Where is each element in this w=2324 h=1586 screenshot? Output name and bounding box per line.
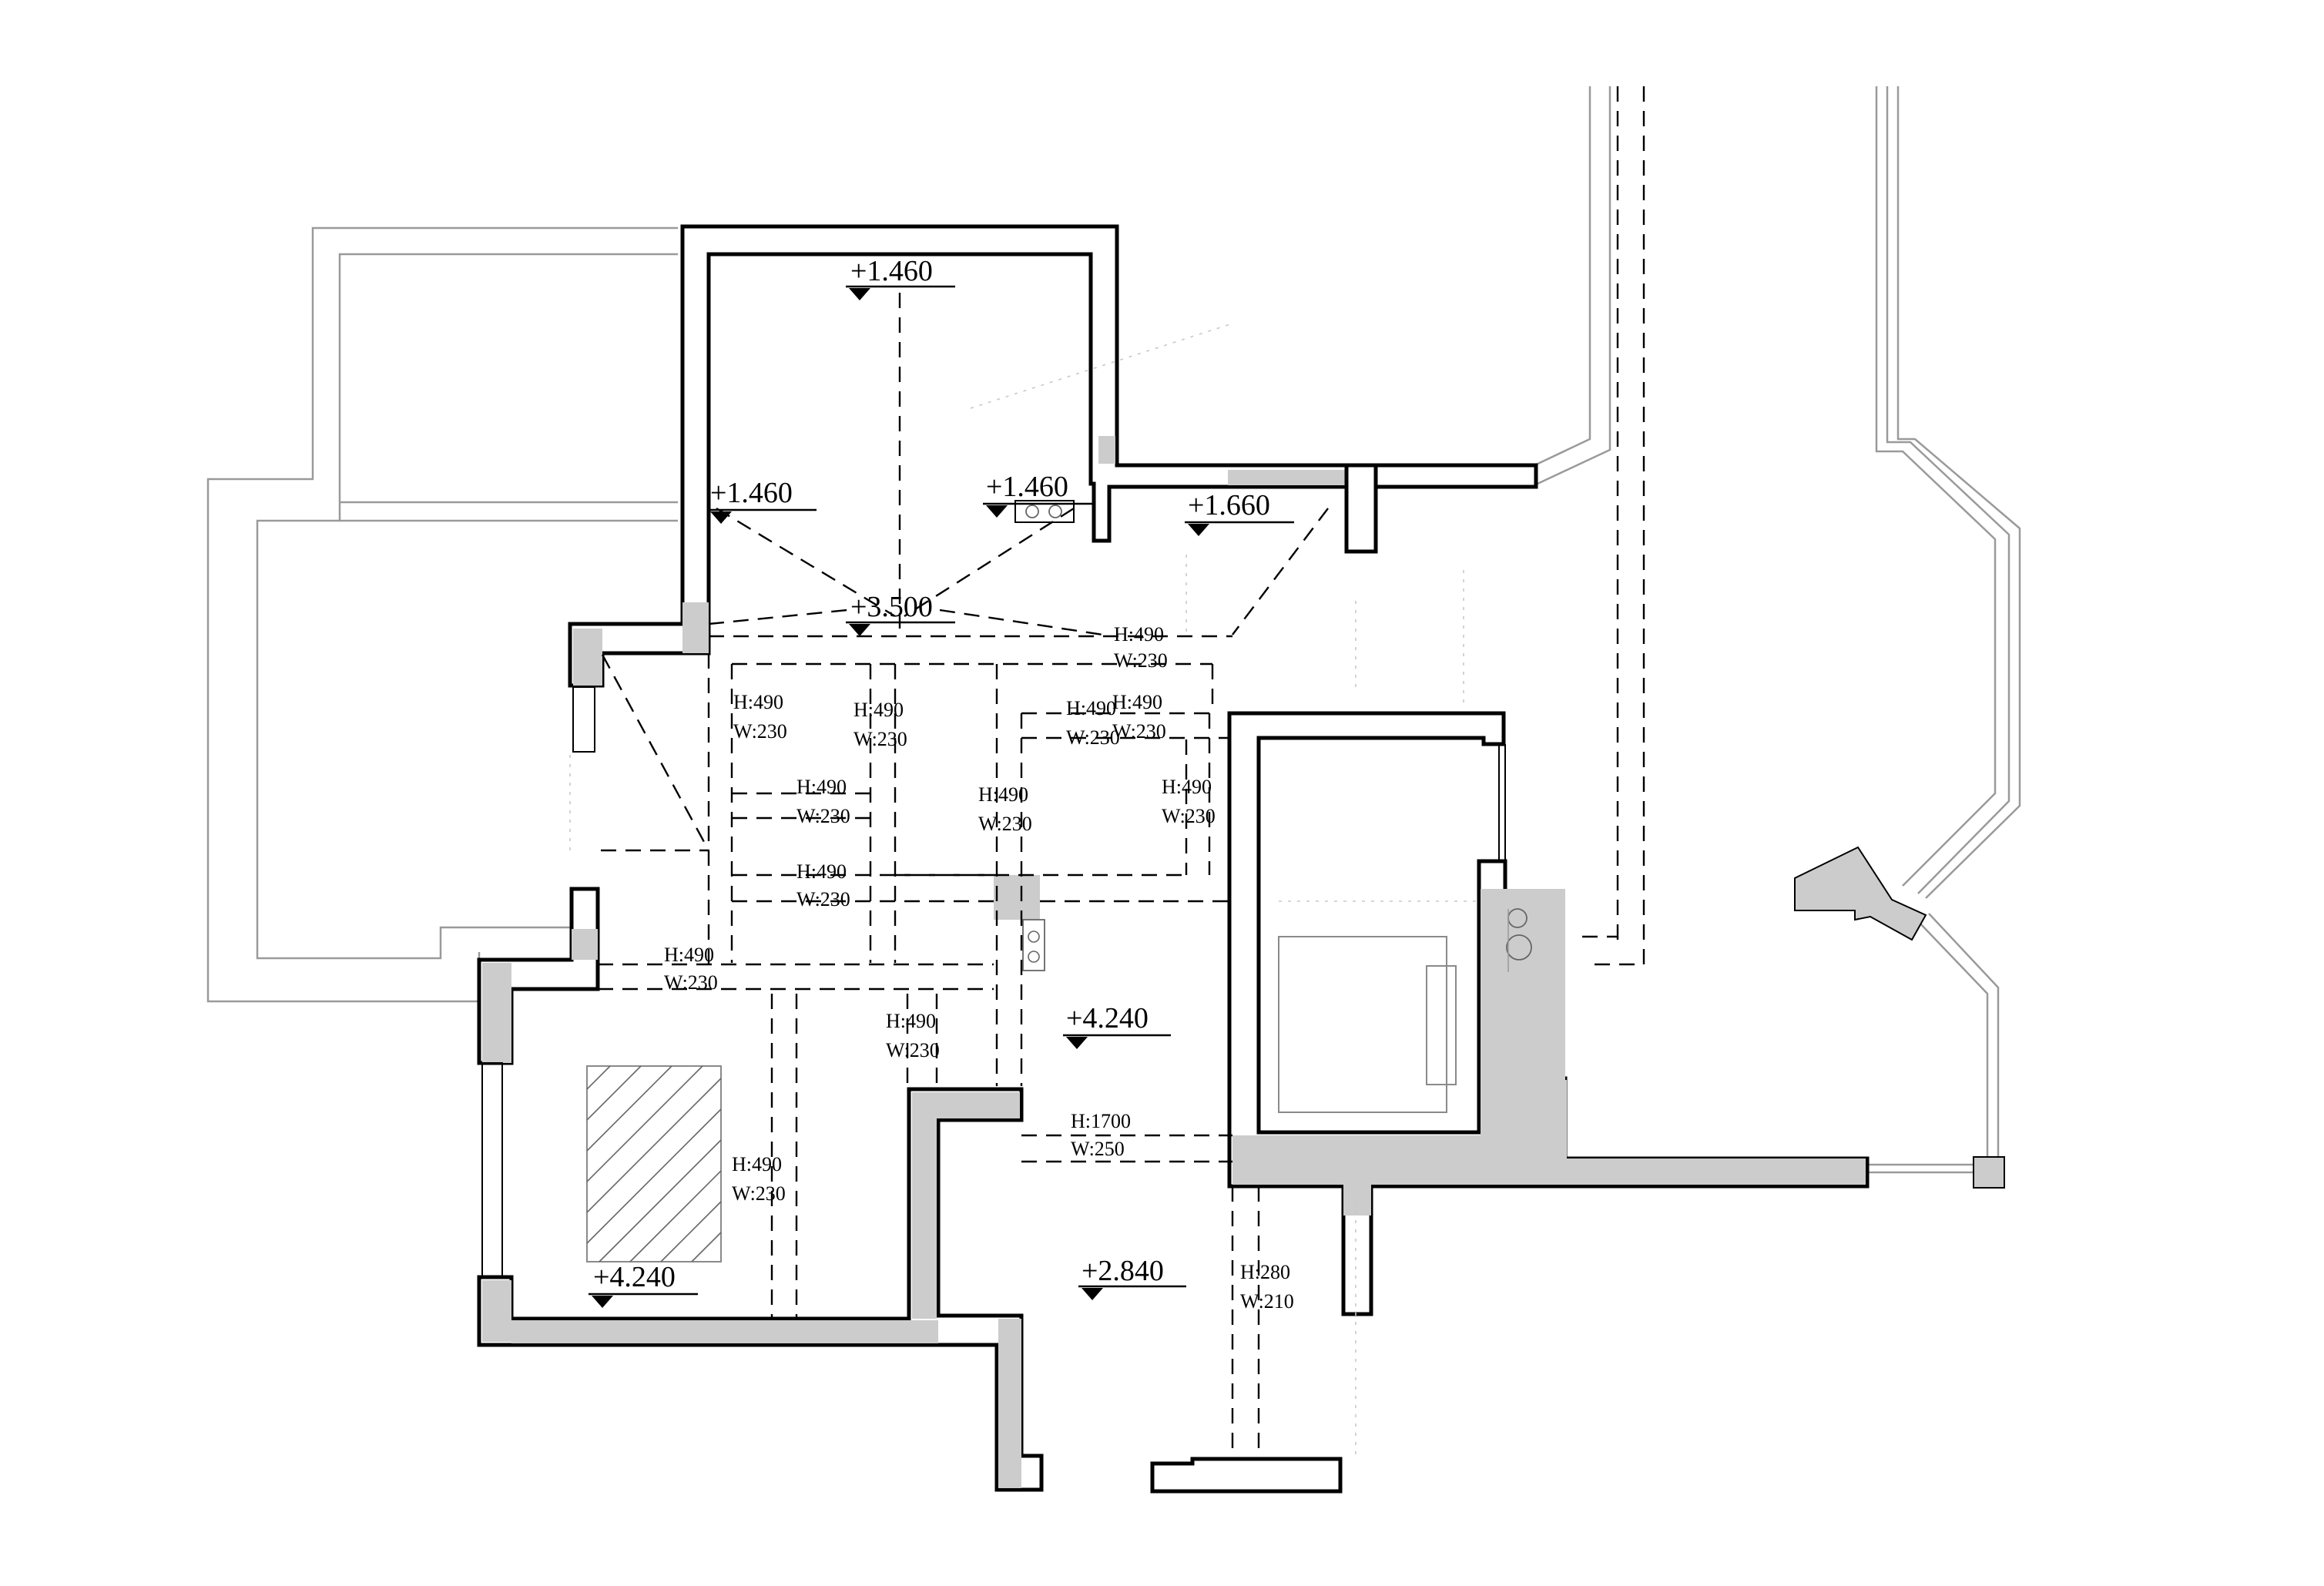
level-label: +4.240 <box>593 1261 676 1293</box>
vent-top <box>1014 500 1075 523</box>
wall-fill-10 <box>912 1092 1020 1118</box>
svg-text:W:230: W:230 <box>1066 726 1120 749</box>
walls <box>477 224 2005 1494</box>
level-marker-bedroom: +4.240 <box>589 1261 698 1308</box>
column-bay <box>1795 847 1926 940</box>
svg-text:H:490: H:490 <box>978 783 1028 806</box>
svg-text:H:490: H:490 <box>1114 623 1164 645</box>
wall-fill-4 <box>682 602 709 653</box>
svg-text:W:210: W:210 <box>1240 1290 1294 1313</box>
outer-outline-top-right <box>1377 86 1611 485</box>
level-marker-living: +4.240 <box>1063 1002 1171 1049</box>
svg-text:H:490: H:490 <box>1066 697 1116 719</box>
svg-text:W:230: W:230 <box>853 728 907 750</box>
wall-fill-17 <box>1343 1185 1371 1215</box>
wall-fill-16 <box>1505 1158 1866 1185</box>
svg-text:W:230: W:230 <box>1114 649 1168 672</box>
bathtub <box>1278 936 1447 1113</box>
svg-text:H:490: H:490 <box>733 691 783 713</box>
wall-fill-8 <box>482 1280 511 1342</box>
svg-text:H:490: H:490 <box>732 1153 782 1175</box>
level-markers: +1.460 +1.460 +1.460 +1.660 +3.500 +4.24… <box>589 255 1294 1308</box>
level-label: +1.460 <box>850 255 933 287</box>
hatched-block <box>586 1065 722 1262</box>
wall-fill-12 <box>998 1319 1021 1488</box>
hatch-pattern <box>586 1065 722 1262</box>
outer-outline-left <box>206 226 678 1003</box>
wall-fill-7 <box>482 963 511 1063</box>
level-label: +4.240 <box>1066 1002 1149 1034</box>
svg-text:H:1700: H:1700 <box>1071 1110 1131 1132</box>
level-marker-top-right: +1.460 <box>983 471 1092 518</box>
wall-fill-2 <box>1228 470 1374 485</box>
shelf <box>1426 965 1457 1085</box>
svg-text:W:230: W:230 <box>886 1039 940 1061</box>
level-marker-center: +3.500 <box>846 591 955 636</box>
fixtures <box>586 500 1532 1262</box>
dashed-beams <box>598 86 1645 1459</box>
svg-text:H:490: H:490 <box>664 944 714 966</box>
wall-fill-9 <box>511 1320 938 1343</box>
wall-fill-5 <box>573 629 602 686</box>
svg-text:H:490: H:490 <box>853 699 904 721</box>
svg-text:W:230: W:230 <box>733 720 787 743</box>
column-center <box>994 875 1040 920</box>
svg-text:W:230: W:230 <box>664 971 718 994</box>
svg-text:H:490: H:490 <box>796 860 847 883</box>
wall-fill-11 <box>912 1118 937 1319</box>
level-marker-corridor: +1.660 <box>1185 489 1294 536</box>
svg-text:W:250: W:250 <box>1071 1138 1125 1160</box>
svg-text:W:230: W:230 <box>796 888 850 910</box>
wall-fill-6 <box>572 929 598 960</box>
level-marker-entry: +2.840 <box>1078 1255 1186 1300</box>
level-marker-left-top: +1.460 <box>707 477 817 524</box>
svg-text:H:490: H:490 <box>1162 776 1212 798</box>
window-left-upper <box>572 686 595 753</box>
svg-text:W:230: W:230 <box>978 813 1032 835</box>
svg-text:H:490: H:490 <box>1112 691 1162 713</box>
level-marker-top: +1.460 <box>846 255 955 300</box>
svg-text:W:230: W:230 <box>1112 720 1166 743</box>
svg-text:W:230: W:230 <box>796 805 850 827</box>
level-label: +1.460 <box>710 477 793 509</box>
svg-text:H:280: H:280 <box>1240 1261 1290 1283</box>
svg-text:W:230: W:230 <box>732 1182 786 1205</box>
level-label: +3.500 <box>850 591 933 623</box>
window-left-lower <box>481 1062 503 1278</box>
svg-text:H:490: H:490 <box>796 776 847 798</box>
bay-window-right <box>1866 86 2021 1174</box>
level-label: +1.660 <box>1188 489 1270 521</box>
svg-text:H:490: H:490 <box>886 1010 936 1032</box>
level-label: +2.840 <box>1082 1255 1164 1287</box>
faint-guides <box>569 323 1479 1456</box>
wall-fill-13 <box>1232 1135 1505 1185</box>
vent-center <box>1022 919 1045 971</box>
level-label: +1.460 <box>986 471 1068 503</box>
svg-text:W:230: W:230 <box>1162 805 1216 827</box>
wall-fill-1 <box>1098 436 1115 464</box>
column-bay-corner <box>1973 1156 2005 1189</box>
